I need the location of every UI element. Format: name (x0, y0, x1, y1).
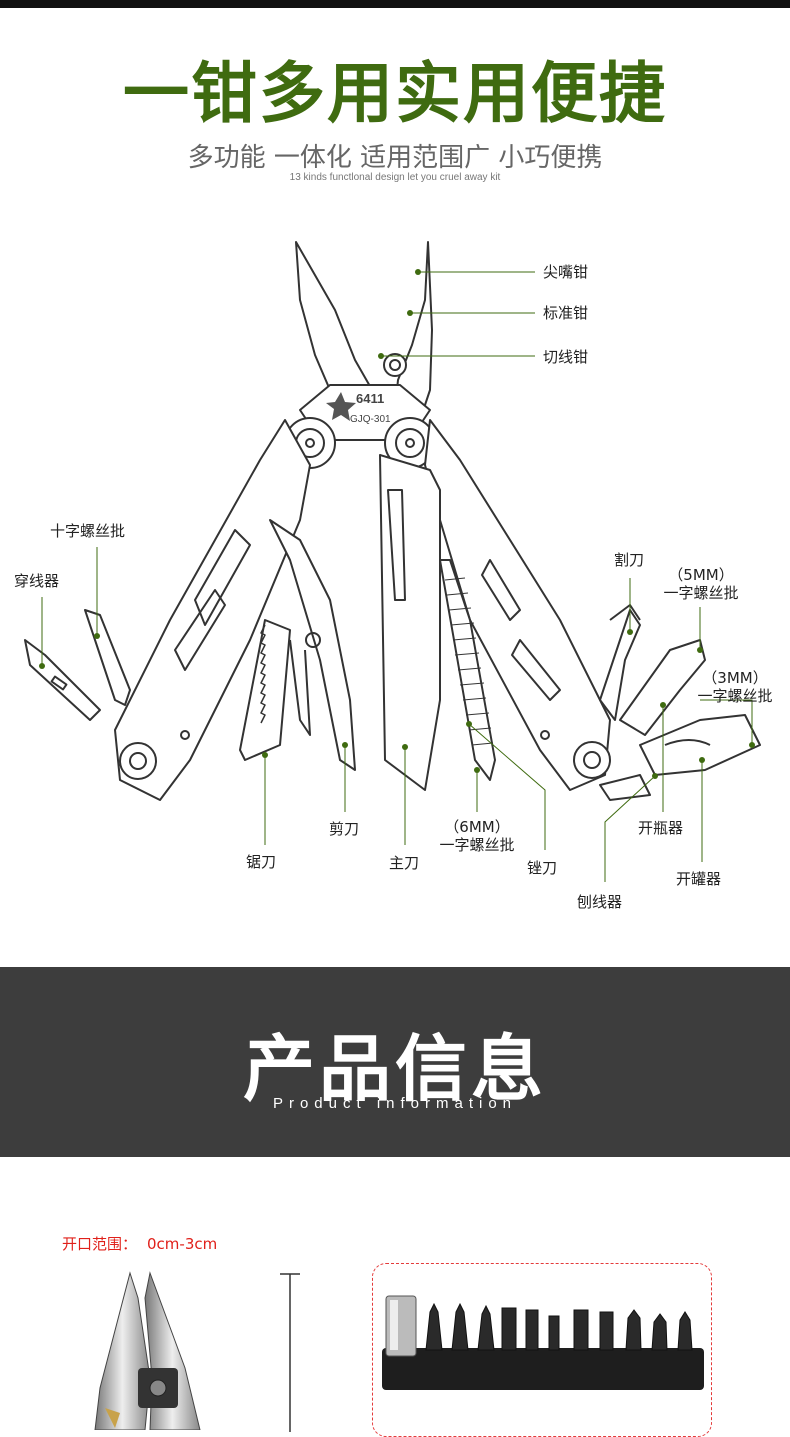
label-flat3-size: （3MM） (702, 669, 768, 687)
label-saw: 锯刀 (246, 853, 277, 871)
opening-range-value: 0cm-3cm (147, 1235, 218, 1253)
label-scissors: 剪刀 (329, 820, 360, 838)
measure-line (280, 1273, 300, 1432)
label-bottle-opener: 开瓶器 (638, 819, 684, 837)
brand-logo: 6411 GJQ-301 (326, 391, 391, 425)
label-flat6-size: （6MM） (444, 818, 510, 836)
plier-jaw-photo (94, 1271, 201, 1430)
opening-range: 开口范围： 0cm-3cm (62, 1233, 217, 1254)
label-can-opener: 开罐器 (676, 870, 722, 888)
screwdriver-bits-photo (382, 1295, 704, 1390)
label-cross-screwdriver: 十字螺丝批 (50, 522, 126, 540)
hero-title: 一钳多用实用便捷 (123, 55, 667, 132)
hero-subtitle-en: 13 kinds functlonal design let you cruel… (289, 172, 501, 183)
label-flat5-size: （5MM） (668, 566, 734, 584)
label-main-blade: 主刀 (389, 854, 420, 872)
hero-subtitle: 多功能 一体化 适用范围广 小巧便携 (187, 143, 603, 173)
info-band-title: 产品信息 (242, 1027, 547, 1111)
info-band-subtitle: Product information (272, 1095, 518, 1112)
brand-mark: 6411 (356, 391, 384, 406)
label-flat5-name: 一字螺丝批 (663, 584, 739, 602)
label-flat3-name: 一字螺丝批 (697, 687, 773, 705)
label-file: 锉刀 (527, 859, 558, 877)
label-needle-nose: 尖嘴钳 (543, 263, 589, 281)
info-band (0, 967, 790, 1157)
label-hook-knife: 割刀 (614, 551, 645, 569)
label-wire-stripper: 刨线器 (577, 893, 623, 911)
label-flat6-name: 一字螺丝批 (439, 836, 515, 854)
label-wire-cutter: 切线钳 (543, 348, 589, 366)
label-threader: 穿线器 (14, 572, 60, 590)
label-standard-pliers: 标准钳 (543, 304, 589, 322)
opening-range-label: 开口范围： (62, 1235, 138, 1253)
top-border (0, 0, 790, 8)
multitool-diagram: 6411 GJQ-301 (24, 241, 761, 882)
model-number: GJQ-301 (350, 414, 391, 425)
